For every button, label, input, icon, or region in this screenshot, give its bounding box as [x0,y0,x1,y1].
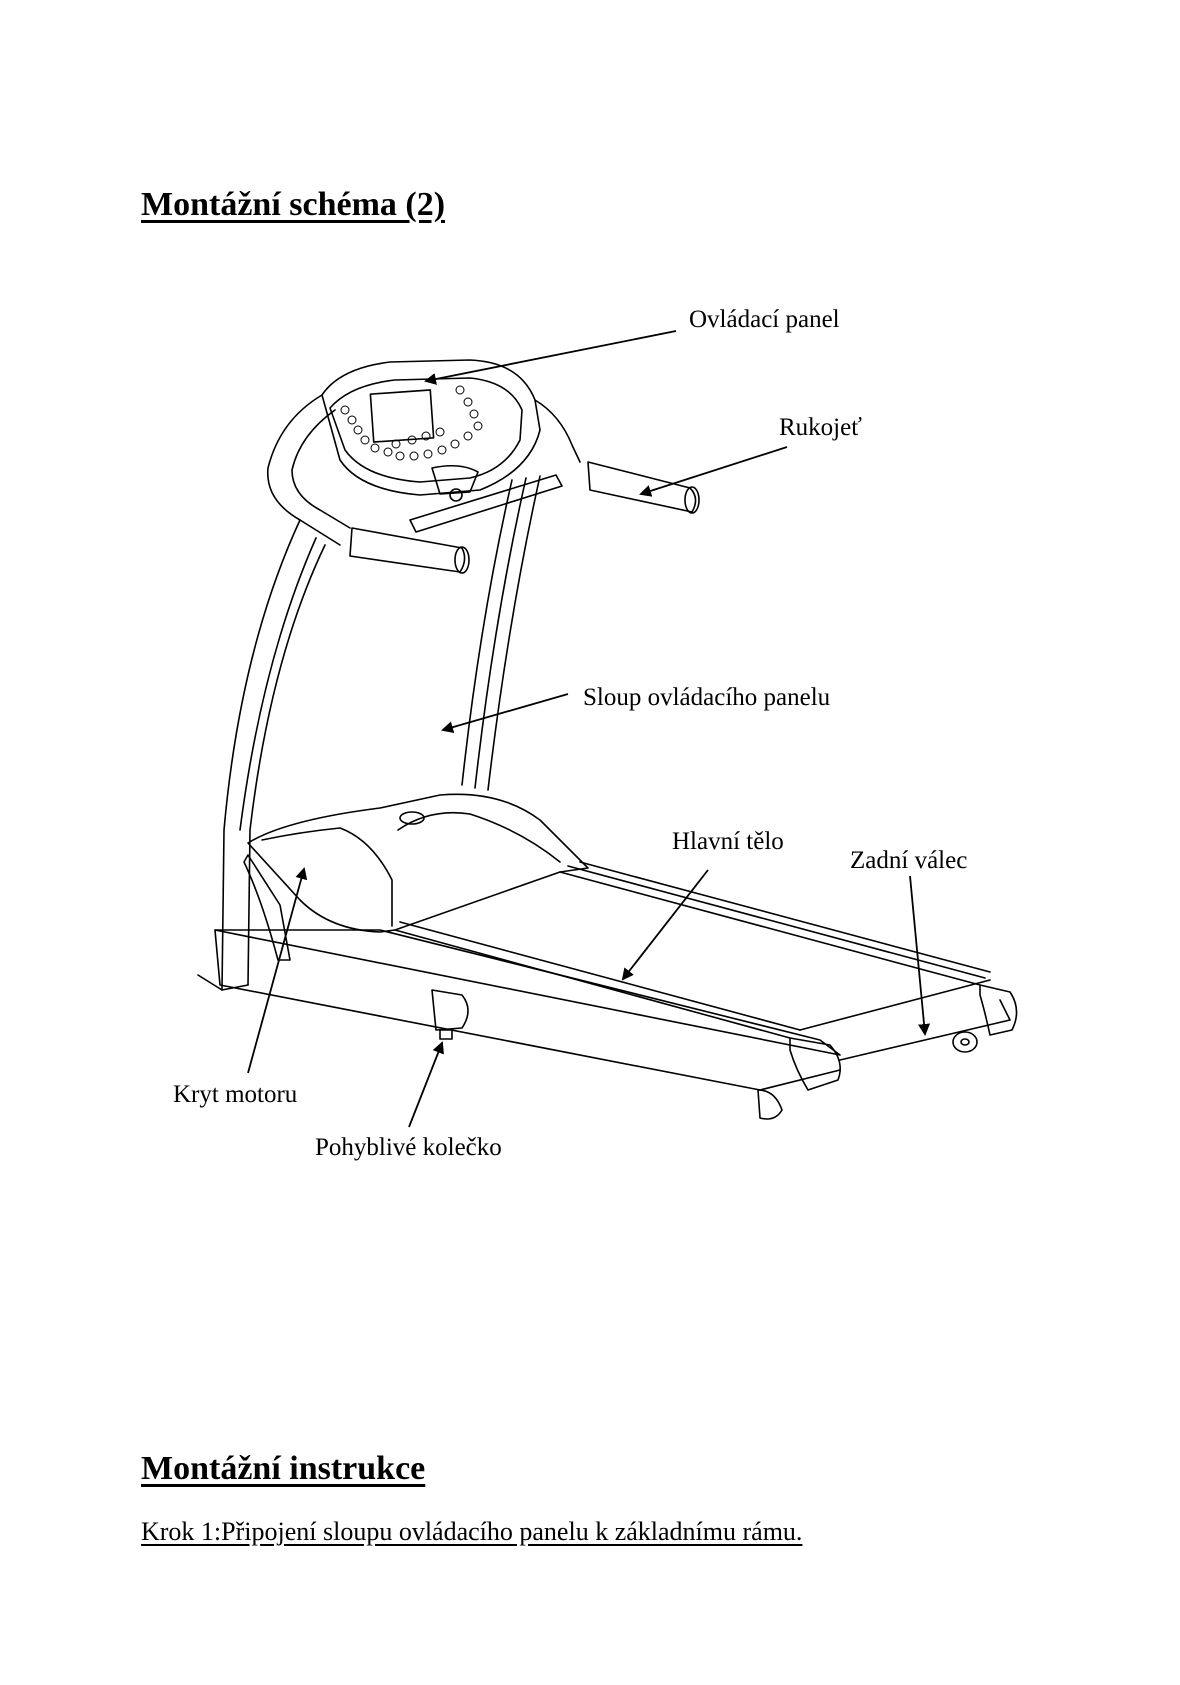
label-control-panel: Ovládací panel [689,306,840,334]
step-instruction: Krok 1:Připojení sloupu ovládacího panel… [141,1517,802,1547]
treadmill-drawing [198,360,1017,1119]
label-wheel: Pohyblivé kolečko [315,1134,502,1162]
label-rear-roller: Zadní válec [850,847,967,875]
label-main-body: Hlavní tělo [672,828,784,856]
label-motor-cover: Kryt motoru [173,1081,297,1109]
label-panel-column: Sloup ovládacího panelu [583,684,830,712]
label-handle: Rukojeť [779,414,862,442]
console-buttons [341,386,482,460]
section-heading: Montážní instrukce [141,1450,425,1488]
callout-arrows [248,331,925,1127]
